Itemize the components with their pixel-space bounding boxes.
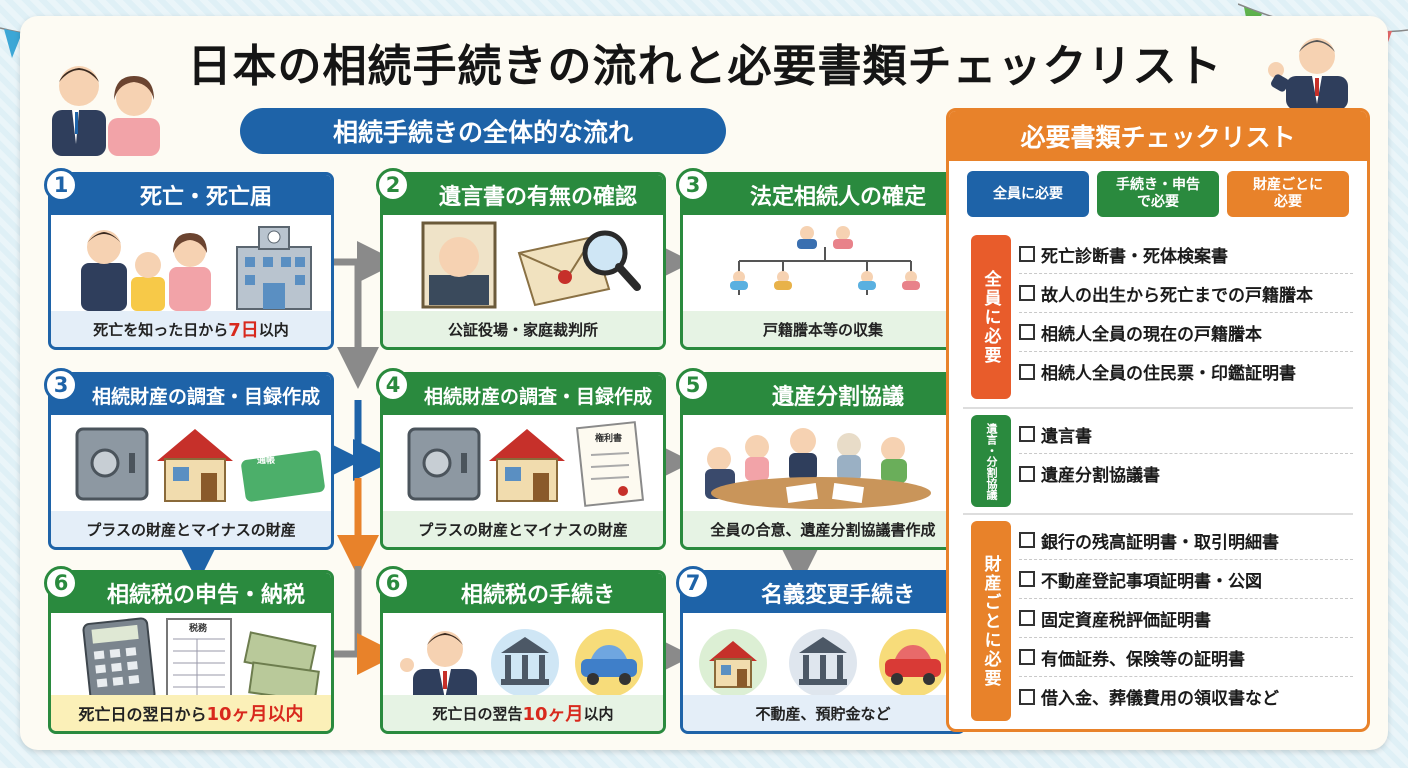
step-title: 遺産分割協議 xyxy=(683,375,963,415)
checklist-item[interactable]: 故人の出生から死亡までの戸籍謄本 xyxy=(1019,274,1353,313)
checkbox-icon[interactable] xyxy=(1019,571,1035,587)
checklist-item[interactable]: 相続人全員の現在の戸籍謄本 xyxy=(1019,313,1353,352)
checkbox-icon[interactable] xyxy=(1019,363,1035,380)
step-card-asset-survey: 相続財産の調査・目録作成 通帳 プラスの財産とマイナスの財産 xyxy=(48,372,334,550)
step-number-5: 5 xyxy=(676,368,710,402)
step-title: 相続税の手続き xyxy=(383,573,663,613)
step-title: 相続財産の調査・目録作成 xyxy=(383,375,663,415)
family-tree-icon xyxy=(730,226,920,295)
step-note: 戸籍謄本等の収集 xyxy=(683,311,963,347)
step-title: 死亡・死亡届 xyxy=(51,175,331,215)
step-card-asset-inventory: 相続財産の調査・目録作成 権利書 権利書 プラスの財産とマイナスの財産 xyxy=(380,372,666,550)
checklist-item[interactable]: 銀行の残高証明書・取引明細書 xyxy=(1019,521,1353,560)
checkbox-icon[interactable] xyxy=(1019,610,1035,626)
family-illustration xyxy=(81,230,211,311)
will-portrait-illustration xyxy=(421,221,497,309)
group-label: 遺言・分割協議 xyxy=(971,415,1011,507)
checkbox-icon[interactable] xyxy=(1019,688,1035,705)
tax-form-label: 税務 xyxy=(189,624,208,634)
checkbox-icon[interactable] xyxy=(1019,324,1035,340)
checklist-item[interactable]: 死亡診断書・死体検案書 xyxy=(1019,235,1353,274)
group-label: 財産ごとに必要 xyxy=(971,521,1011,721)
calculator-tax-form-cash-icons xyxy=(82,617,320,707)
group-label: 全員に必要 xyxy=(971,235,1011,399)
step-number-2: 2 xyxy=(376,168,410,202)
checklist-group-everyone: 全員に必要 死亡診断書・死体検案書 故人の出生から死亡までの戸籍謄本 相続人全員… xyxy=(971,235,1353,399)
envelope-magnifier-icon xyxy=(517,230,641,307)
step-note: プラスの財産とマイナスの財産 xyxy=(383,511,663,547)
safe-house-deed-icons xyxy=(407,421,645,507)
safe-house-passbook-icons xyxy=(75,427,325,502)
step-card-will-check: 遺言書の有無の確認 公証役場・家庭裁判所 xyxy=(380,172,666,350)
group-divider xyxy=(963,407,1353,409)
step-card-division-agreement: 遺産分割協議 全員の合意、遺産分割協議書作成 xyxy=(680,372,966,550)
document-checklist-panel: 必要書類チェックリスト 全員に必要 手続き・申告 で必要 財産ごとに 必要 全員… xyxy=(946,108,1370,732)
house-bank-car-icons xyxy=(699,629,947,697)
checkbox-icon[interactable] xyxy=(1019,426,1035,442)
step-number-7: 7 xyxy=(676,566,710,600)
checkbox-icon[interactable] xyxy=(1019,246,1035,262)
step-note: 不動産、預貯金など xyxy=(683,695,963,731)
checklist-item[interactable]: 有価証券、保険等の証明書 xyxy=(1019,638,1353,677)
main-title: 日本の相続手続きの流れと必要書類チェックリスト xyxy=(187,41,1223,92)
checklist-item[interactable]: 不動産登記事項証明書・公図 xyxy=(1019,560,1353,599)
checklist-item[interactable]: 借入金、葬儀費用の領収書など xyxy=(1019,677,1353,716)
step-number-6b: 6 xyxy=(376,566,410,600)
step-number-4: 4 xyxy=(376,368,410,402)
group-divider xyxy=(963,513,1353,515)
step-title: 遺言書の有無の確認 xyxy=(383,175,663,215)
step-number-6: 6 xyxy=(44,566,78,600)
legend-tag-everyone: 全員に必要 xyxy=(967,171,1089,217)
passbook-label: 通帳 xyxy=(257,456,276,466)
checklist-item[interactable]: 相続人全員の住民票・印鑑証明書 xyxy=(1019,352,1353,391)
checklist-legend: 全員に必要 手続き・申告 で必要 財産ごとに 必要 xyxy=(967,171,1349,217)
step-title: 相続財産の調査・目録作成 xyxy=(51,375,331,415)
step-card-title-transfer: 名義変更手続き 不動産、預貯金など xyxy=(680,570,966,734)
legend-tag-per-asset: 財産ごとに 必要 xyxy=(1227,171,1349,217)
checklist-title: 必要書類チェックリスト xyxy=(949,111,1367,161)
step-title: 相続税の申告・納税 xyxy=(51,573,331,613)
step-title: 法定相続人の確定 xyxy=(683,175,963,215)
step-number-3: 3 xyxy=(676,168,710,202)
step-title: 名義変更手続き xyxy=(683,573,963,613)
checkbox-icon[interactable] xyxy=(1019,532,1035,548)
checklist-item[interactable]: 固定資産税評価証明書 xyxy=(1019,599,1353,638)
city-hall-icon xyxy=(236,226,312,310)
flow-section-title: 相続手続きの全体的な流れ xyxy=(240,108,726,154)
legend-tag-procedure: 手続き・申告 で必要 xyxy=(1097,171,1219,217)
checkbox-icon[interactable] xyxy=(1019,465,1035,482)
step-number-3b: 3 xyxy=(44,368,78,402)
checklist-group-will: 遺言・分割協議 遺言書 遺産分割協議書 xyxy=(971,415,1353,507)
presenter-illustration xyxy=(1268,38,1348,110)
checkbox-icon[interactable] xyxy=(1019,285,1035,301)
step-card-heirs: 法定相続人の確定 戸籍謄本等の収集 xyxy=(680,172,966,350)
step-number-1: 1 xyxy=(44,168,78,202)
couple-illustration xyxy=(52,66,160,156)
checklist-item[interactable]: 遺産分割協議書 xyxy=(1019,454,1353,493)
family-meeting-illustration xyxy=(705,428,931,509)
deed-label-visible: 権利書 xyxy=(595,434,623,444)
step-note: 全員の合意、遺産分割協議書作成 xyxy=(683,511,963,547)
checklist-group-per-asset: 財産ごとに必要 銀行の残高証明書・取引明細書 不動産登記事項証明書・公図 固定資… xyxy=(971,521,1353,725)
checkbox-icon[interactable] xyxy=(1019,649,1035,665)
step-note: プラスの財産とマイナスの財産 xyxy=(51,511,331,547)
checklist-item[interactable]: 遺言書 xyxy=(1019,415,1353,454)
step-note: 公証役場・家庭裁判所 xyxy=(383,311,663,347)
